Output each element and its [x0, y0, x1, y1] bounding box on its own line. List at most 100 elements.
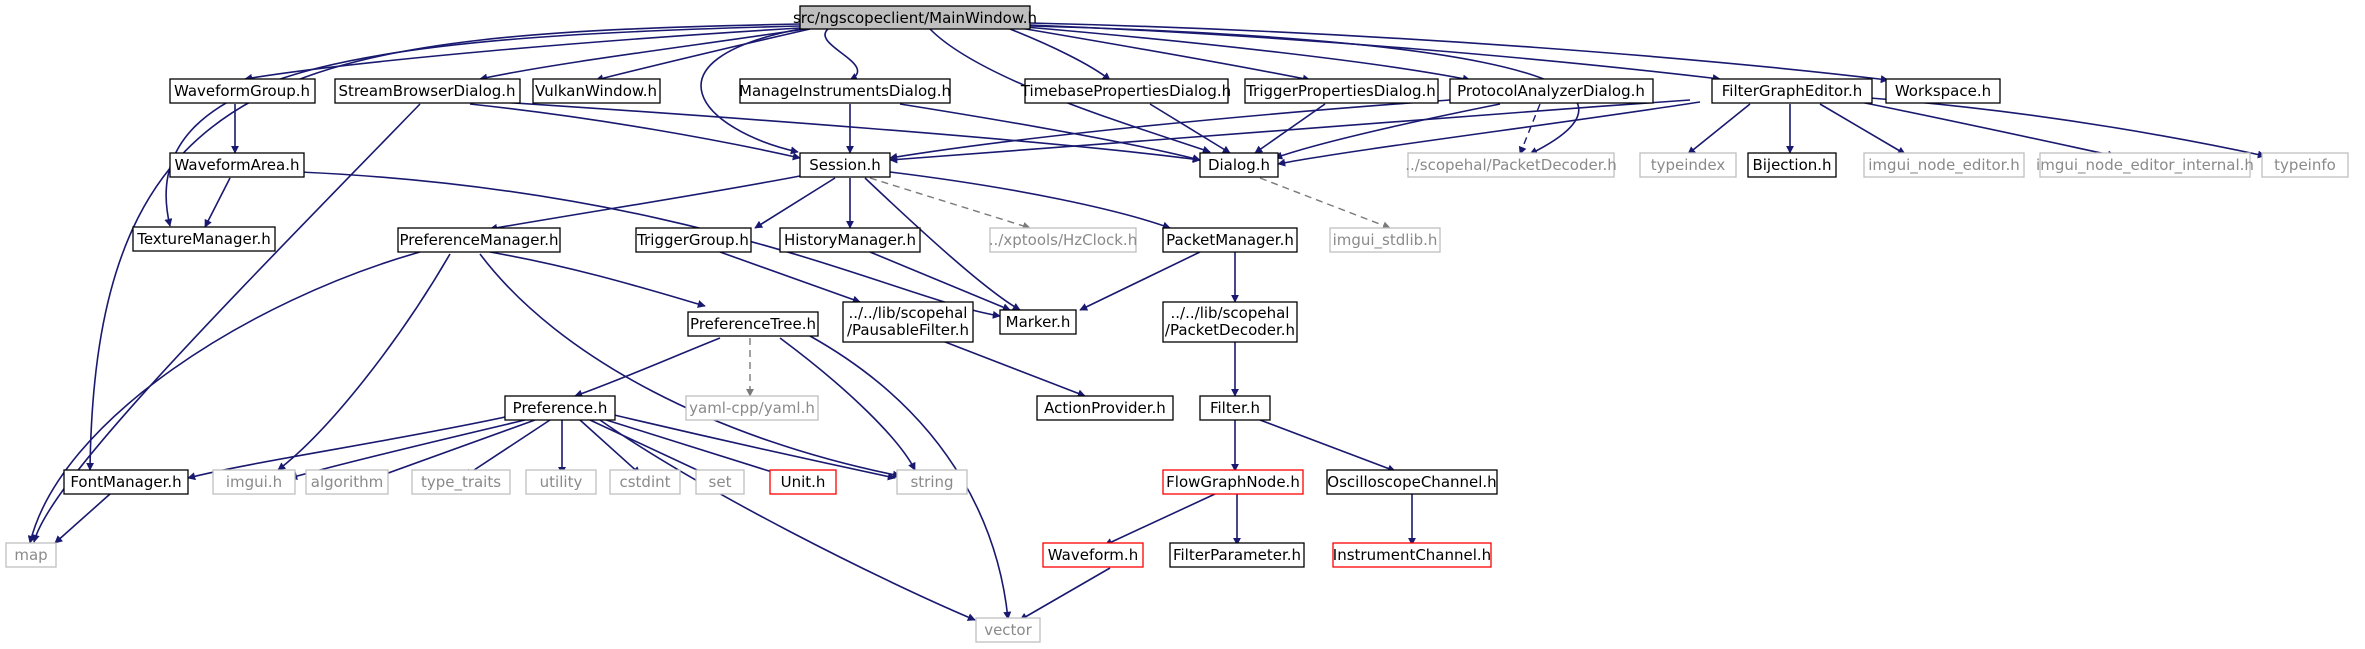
svg-text:Bijection.h: Bijection.h	[1752, 156, 1831, 174]
node-yaml[interactable]: yaml-cpp/yaml.h	[685, 395, 819, 421]
svg-text:FlowGraphNode.h: FlowGraphNode.h	[1166, 473, 1300, 491]
svg-text:Preference.h: Preference.h	[513, 399, 608, 417]
node-imgui-node-editor-internal[interactable]: imgui_node_editor_internal.h	[2036, 152, 2254, 178]
svg-text:HistoryManager.h: HistoryManager.h	[784, 231, 916, 249]
node-vector[interactable]: vector	[975, 617, 1041, 643]
svg-text:/PausableFilter.h: /PausableFilter.h	[847, 321, 969, 339]
node-dialog[interactable]: Dialog.h	[1199, 152, 1279, 178]
svg-text:Filter.h: Filter.h	[1210, 399, 1260, 417]
node-imgui-node-editor[interactable]: imgui_node_editor.h	[1863, 152, 2025, 178]
svg-text:ProtocolAnalyzerDialog.h: ProtocolAnalyzerDialog.h	[1457, 82, 1645, 100]
svg-text:imgui_node_editor_internal.h: imgui_node_editor_internal.h	[2036, 156, 2254, 175]
edge-timebase-dialog	[1149, 103, 1231, 154]
edge-mainwindow-filtergrapheditor	[1029, 24, 1721, 83]
svg-text:FilterParameter.h: FilterParameter.h	[1173, 546, 1301, 564]
node-utility[interactable]: utility	[525, 469, 597, 495]
edge-prefmgr-string	[479, 253, 901, 479]
svg-text:WaveformGroup.h: WaveformGroup.h	[174, 82, 310, 100]
node-vulkanwindow[interactable]: VulkanWindow.h	[532, 78, 661, 104]
edge-session-marker	[864, 177, 1021, 311]
node-mainwindow[interactable]: src/ngscopeclient/MainWindow.h	[793, 5, 1037, 30]
node-oscilloscopechannel[interactable]: OscilloscopeChannel.h	[1326, 469, 1498, 495]
svg-text:Waveform.h: Waveform.h	[1048, 546, 1138, 564]
edge-pref-cstdint	[579, 419, 641, 475]
node-timebaseprops[interactable]: TimebasePropertiesDialog.h	[1020, 78, 1231, 104]
svg-text:TriggerGroup.h: TriggerGroup.h	[636, 231, 749, 249]
edge-mainwindow-texturemanager	[164, 25, 801, 227]
node-instrumentchannel[interactable]: InstrumentChannel.h	[1332, 542, 1492, 568]
svg-text:OscilloscopeChannel.h: OscilloscopeChannel.h	[1327, 473, 1496, 491]
node-filterparameter[interactable]: FilterParameter.h	[1169, 542, 1305, 568]
edge-filtergraph-imguinodeint	[1859, 101, 2116, 159]
edge-historymanager-marker	[869, 251, 1011, 311]
svg-text:PreferenceManager.h: PreferenceManager.h	[399, 231, 558, 249]
node-triggerprops[interactable]: TriggerPropertiesDialog.h	[1244, 78, 1439, 104]
node-cstdint[interactable]: cstdint	[609, 469, 681, 495]
edge-pref-string	[609, 413, 896, 481]
node-filter[interactable]: Filter.h	[1199, 395, 1271, 421]
edge-protocolanalyzer-scopehalpd	[1518, 103, 1541, 155]
node-waveformgroup[interactable]: WaveformGroup.h	[169, 78, 316, 104]
node-typeindex[interactable]: typeindex	[1639, 152, 1737, 178]
svg-text:Session.h: Session.h	[809, 156, 881, 174]
edge-mainwindow-streambrowser	[479, 28, 806, 82]
node-map[interactable]: map	[5, 542, 57, 568]
node-fontmanager[interactable]: FontManager.h	[63, 469, 189, 495]
svg-text:cstdint: cstdint	[619, 473, 670, 491]
node-flowgraphnode[interactable]: FlowGraphNode.h	[1162, 469, 1304, 495]
node-texturemanager[interactable]: TextureManager.h	[132, 226, 276, 252]
node-workspace[interactable]: Workspace.h	[1885, 78, 2001, 104]
svg-text:PacketManager.h: PacketManager.h	[1166, 231, 1294, 249]
edge-streambrowser-session	[469, 103, 801, 161]
svg-text:Marker.h: Marker.h	[1006, 313, 1071, 331]
node-imgui-stdlib[interactable]: imgui_stdlib.h	[1329, 227, 1441, 253]
node-unit[interactable]: Unit.h	[769, 469, 837, 495]
edge-waveformarea-texturemanager	[204, 177, 231, 228]
edge-prefmgr-preftree	[489, 251, 706, 308]
edge-pref-vector	[599, 419, 976, 621]
edge-mainwindow-protocolanalyzer	[1024, 26, 1471, 83]
node-preferencetree[interactable]: PreferenceTree.h	[687, 311, 819, 337]
svg-text:algorithm: algorithm	[311, 473, 383, 491]
node-algorithm[interactable]: algorithm	[305, 469, 389, 495]
node-packetmanager[interactable]: PacketManager.h	[1162, 227, 1298, 253]
edge-filter-oscchannel	[1259, 419, 1396, 473]
node-hzclock[interactable]: ../xptools/HzClock.h	[989, 227, 1137, 253]
node-session[interactable]: Session.h	[799, 152, 891, 178]
node-waveformarea[interactable]: WaveformArea.h	[169, 152, 305, 178]
svg-text:typeindex: typeindex	[1651, 156, 1726, 174]
svg-text:ManageInstrumentsDialog.h: ManageInstrumentsDialog.h	[739, 82, 951, 100]
edge-session-triggergroup	[754, 177, 836, 229]
node-type-traits[interactable]: type_traits	[411, 469, 511, 495]
edge-mainwindow-waveformgroup	[244, 27, 801, 82]
svg-text:src/ngscopeclient/MainWindow.h: src/ngscopeclient/MainWindow.h	[793, 9, 1037, 27]
node-pausablefilter[interactable]: ../../lib/scopehal /PausableFilter.h	[842, 301, 974, 343]
node-actionprovider[interactable]: ActionProvider.h	[1036, 395, 1174, 421]
node-typeinfo[interactable]: typeinfo	[2261, 152, 2349, 178]
edge-pref-algorithm	[379, 419, 536, 478]
node-historymanager[interactable]: HistoryManager.h	[779, 227, 921, 253]
svg-text:TriggerPropertiesDialog.h: TriggerPropertiesDialog.h	[1245, 82, 1436, 100]
node-scopehal-packetdecoder[interactable]: ../scopehal/PacketDecoder.h	[1405, 152, 1617, 178]
node-manageinstruments[interactable]: ManageInstrumentsDialog.h	[739, 78, 951, 104]
node-protocolanalyzer[interactable]: ProtocolAnalyzerDialog.h	[1449, 78, 1654, 104]
edge-protocolanalyzer-dialog	[1274, 103, 1501, 160]
edges	[27, 22, 2266, 621]
node-set[interactable]: set	[695, 469, 745, 495]
node-filtergrapheditor[interactable]: FilterGraphEditor.h	[1711, 78, 1873, 104]
node-bijection[interactable]: Bijection.h	[1747, 152, 1837, 178]
edge-mainwindow-vulkanwindow	[595, 28, 811, 83]
node-preferencemanager[interactable]: PreferenceManager.h	[397, 227, 561, 253]
edge-filtergraph-session	[889, 99, 1691, 164]
node-lib-packetdecoder[interactable]: ../../lib/scopehal /PacketDecoder.h	[1162, 301, 1298, 343]
node-preference[interactable]: Preference.h	[504, 395, 616, 421]
node-imgui[interactable]: imgui.h	[212, 469, 296, 495]
svg-text:typeinfo: typeinfo	[2274, 156, 2336, 174]
node-streambrowser[interactable]: StreamBrowserDialog.h	[334, 78, 521, 104]
svg-text:imgui_node_editor.h: imgui_node_editor.h	[1868, 156, 2019, 175]
node-string[interactable]: string	[896, 469, 968, 495]
node-waveform[interactable]: Waveform.h	[1042, 542, 1144, 568]
node-marker[interactable]: Marker.h	[999, 309, 1077, 335]
edge-mainwindow-workspace	[1029, 22, 1889, 84]
node-triggergroup[interactable]: TriggerGroup.h	[635, 227, 752, 253]
